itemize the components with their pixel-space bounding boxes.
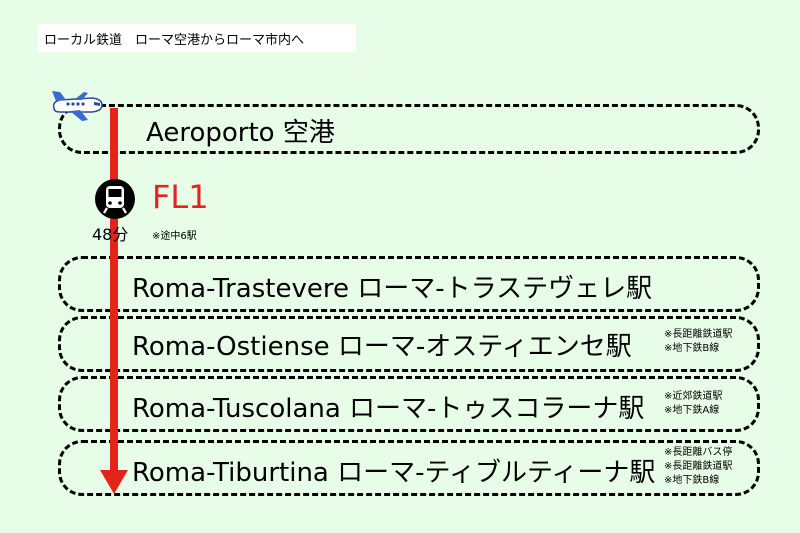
travel-duration: 48分	[92, 225, 129, 244]
note-line: ※地下鉄B線	[664, 343, 720, 354]
note-line: ※長距離バス停	[664, 447, 733, 458]
station-box-aeroporto	[58, 104, 760, 154]
airplane-icon	[52, 91, 103, 121]
station-name-trastevere: Roma-Trastevere ローマ-トラステヴェレ駅	[132, 274, 653, 304]
station-notes-tiburtina: ※長距離バス停 ※長距離鉄道駅 ※地下鉄B線	[664, 446, 732, 488]
note-line: ※地下鉄B線	[664, 475, 720, 486]
station-box-ostiense	[58, 316, 760, 372]
station-notes-ostiense: ※長距離鉄道駅 ※地下鉄B線	[664, 328, 732, 356]
station-box-tuscolana	[58, 376, 760, 432]
station-box-trastevere	[58, 256, 760, 312]
station-name-tiburtina: Roma-Tiburtina ローマ-ティブルティーナ駅	[132, 458, 656, 488]
station-name-tuscolana: Roma-Tuscolana ローマ-トゥスコラーナ駅	[132, 394, 645, 424]
page-title-text: ローカル鉄道 ローマ空港からローマ市内へ	[44, 32, 305, 48]
page-title: ローカル鉄道 ローマ空港からローマ市内へ	[38, 24, 356, 52]
note-line: ※地下鉄A線	[664, 405, 720, 416]
note-line: ※長距離鉄道駅	[664, 461, 733, 472]
line-name: FL1	[152, 178, 209, 216]
station-box-tiburtina	[58, 440, 760, 496]
station-notes-tuscolana: ※近郊鉄道駅 ※地下鉄A線	[664, 390, 722, 418]
note-line: ※長距離鉄道駅	[664, 329, 733, 340]
route-line	[110, 108, 118, 474]
route-arrow	[100, 470, 128, 494]
train-icon	[95, 179, 135, 219]
station-name-aeroporto: Aeroporto 空港	[146, 118, 335, 148]
note-line: ※近郊鉄道駅	[664, 391, 723, 402]
stops-note: ※途中6駅	[152, 231, 197, 242]
station-name-ostiense: Roma-Ostiense ローマ-オスティエンセ駅	[132, 332, 632, 362]
